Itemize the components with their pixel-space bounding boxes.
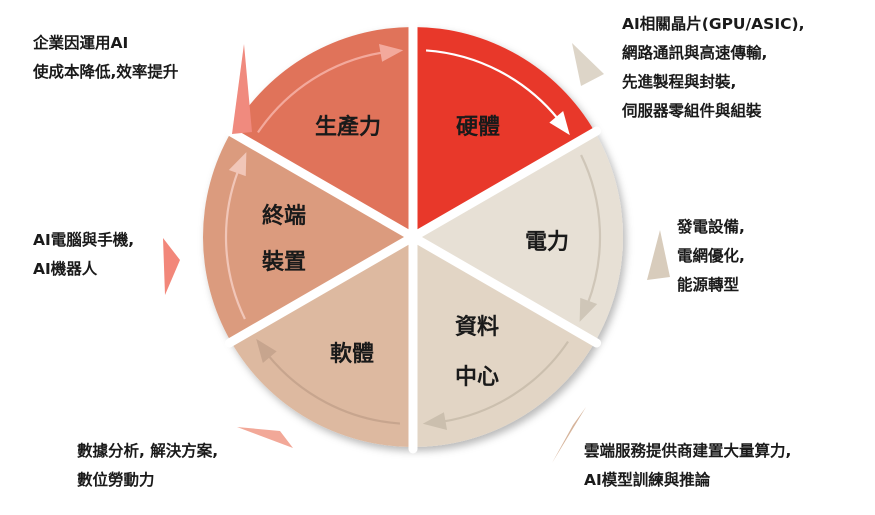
divider-2 [408, 126, 602, 242]
wedge-datacenter [552, 407, 586, 463]
note-software-line-2: 數位勞動力 [77, 471, 155, 489]
note-power-line-2: 電網優化, [677, 247, 745, 265]
segment-software [203, 132, 413, 342]
note-datacenter-line-2: AI模型訓練與推論 [584, 471, 711, 489]
segment-productivity [413, 27, 595, 237]
wedge-hardware [572, 43, 604, 86]
note-productivity: 企業因運用AI 使成本降低,效率提升 [33, 29, 178, 87]
arc-hardware [580, 154, 602, 305]
divider-6 [224, 126, 418, 242]
wedge-devices [163, 238, 180, 295]
note-devices-line-2: AI機器人 [33, 260, 98, 278]
note-productivity-line-2: 使成本降低,效率提升 [33, 63, 179, 81]
segment-hardware [413, 132, 624, 342]
arc-datacenter [266, 353, 401, 425]
label-hardware-1: 硬體 [456, 114, 500, 140]
segment-power [413, 237, 595, 447]
divider-5 [224, 232, 418, 348]
label-datacenter-1: 資料 [455, 314, 499, 340]
label-power-1: 電力 [525, 230, 569, 255]
segment-datacenter [231, 237, 413, 447]
note-productivity-line-1: 企業因運用AI [33, 34, 129, 52]
label-datacenter-2: 中心 [455, 365, 499, 390]
center-dot [407, 231, 419, 243]
note-datacenter: 雲端服務提供商建置大量算力, AI模型訓練與推論 [584, 437, 791, 495]
note-devices-line-1: AI電腦與手機, [33, 231, 135, 249]
pointer-wedges [163, 43, 670, 463]
segment-dividers [224, 20, 602, 454]
wedge-software [237, 427, 293, 448]
wedge-productivity [232, 44, 252, 134]
note-software: 數據分析, 解決方案, 數位勞動力 [77, 437, 218, 495]
wedge-power [647, 230, 670, 280]
note-hardware-line-4: 伺服器零組件與組裝 [622, 102, 762, 120]
arrowhead-software [228, 152, 247, 177]
arrowhead-datacenter [256, 338, 277, 363]
label-devices-1: 終端 [262, 203, 306, 229]
arrowhead-devices [378, 43, 404, 62]
arrowhead-productivity [549, 111, 570, 136]
arc-productivity [425, 49, 560, 121]
note-hardware: AI相關晶片(GPU/ASIC), 網路通訊與高速傳輸, 先進製程與封裝, 伺服… [622, 10, 804, 126]
note-devices: AI電腦與手機, AI機器人 [33, 226, 134, 284]
note-hardware-line-3: 先進製程與封裝, [622, 73, 737, 91]
arc-software [224, 169, 246, 320]
note-software-line-1: 數據分析, 解決方案, [77, 442, 219, 460]
segment-devices [231, 27, 413, 237]
arrowhead-power [422, 412, 448, 431]
divider-3 [408, 232, 602, 348]
arc-devices [257, 51, 384, 134]
note-datacenter-line-1: 雲端服務提供商建置大量算力, [584, 442, 792, 460]
note-hardware-line-1: AI相關晶片(GPU/ASIC), [622, 15, 805, 33]
note-power-line-1: 發電設備, [677, 218, 745, 236]
label-productivity-1: 生產力 [315, 114, 381, 140]
arc-power [442, 340, 569, 423]
cycle-arrows [224, 43, 602, 431]
label-devices-2: 裝置 [261, 250, 306, 275]
arrowhead-hardware [579, 297, 598, 322]
note-hardware-line-2: 網路通訊與高速傳輸, [622, 44, 768, 62]
label-software-1: 軟體 [330, 341, 374, 367]
note-power-line-3: 能源轉型 [677, 276, 740, 294]
note-power: 發電設備, 電網優化, 能源轉型 [677, 213, 745, 300]
cycle-segments [203, 27, 624, 447]
